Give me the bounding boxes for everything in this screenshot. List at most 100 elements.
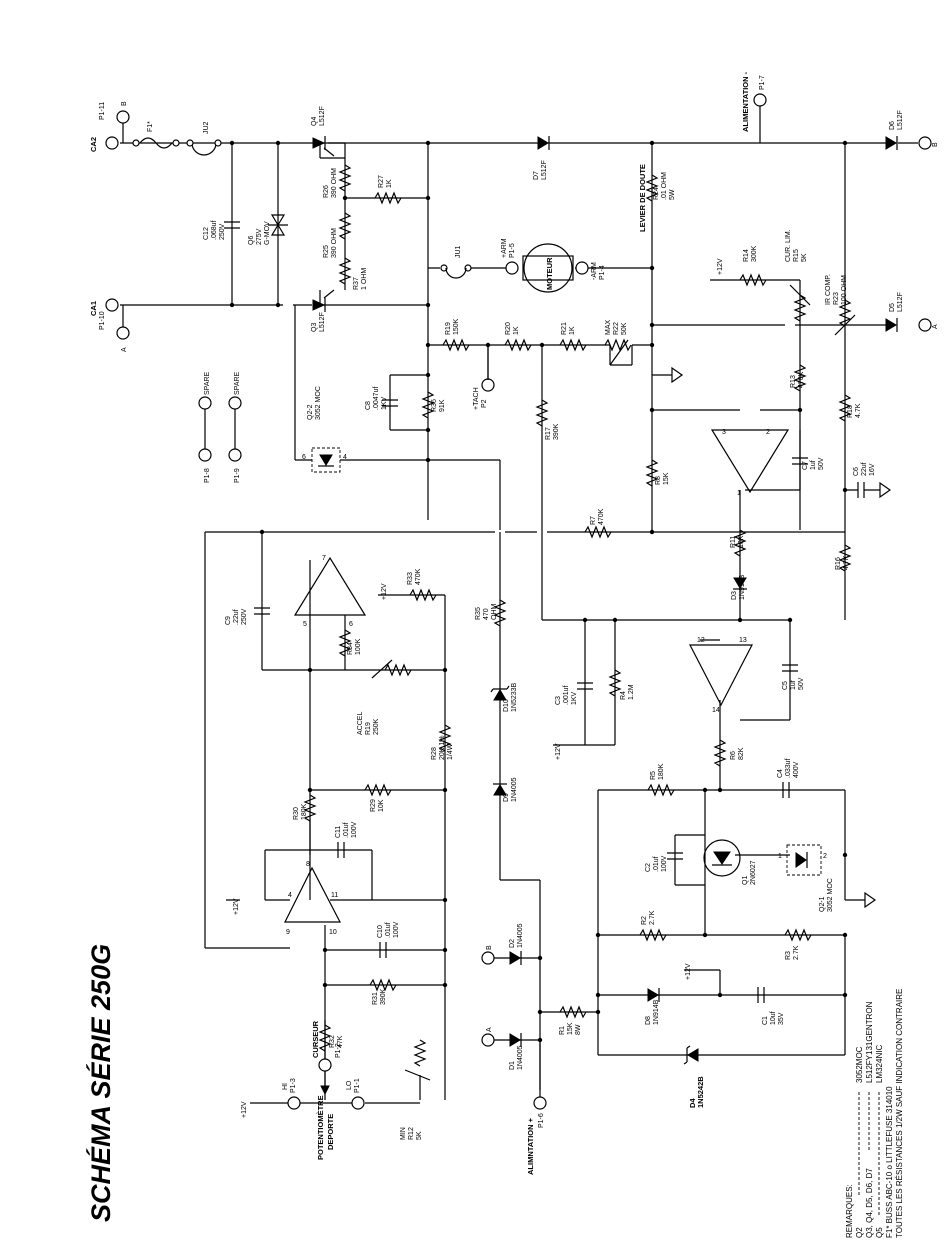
label-r32-0: R32 (329, 1035, 336, 1048)
label-a-right: A (932, 324, 939, 329)
label-d1-1: 1N4005 (517, 1045, 524, 1070)
label-r26-0: R26 (323, 185, 330, 198)
label-d1-0: D1 (509, 1061, 516, 1070)
label-c3-0: C3 (555, 696, 562, 705)
label-r11-0: R11 (730, 536, 737, 548)
label-hi: HI (282, 1083, 289, 1090)
capacitor-c5 (782, 664, 798, 672)
label-c1-2: 35V (778, 1012, 785, 1025)
label-plus12v-5: +12V (685, 963, 692, 980)
resistor-r5 (647, 783, 675, 797)
label-r36-0: R36 (431, 399, 438, 412)
resistor-r6 (713, 739, 727, 767)
label-r6-0: R6 (730, 751, 737, 760)
pin-q5-3-10: 10 (329, 929, 337, 936)
label-d8-0: D8 (645, 1016, 652, 1025)
terminal-arm-minus (575, 261, 589, 275)
label-r31-0: R31 (372, 992, 379, 1005)
label-c4-2: 400V (793, 761, 800, 778)
label-r32-1: 47K (337, 1035, 344, 1048)
remarks-ref-2: Q3, Q4, D5, D6, D7 (865, 1168, 874, 1238)
label-r23-0: IR COMP. (825, 274, 832, 305)
label-arm-plus: +ARM (501, 238, 508, 258)
capacitor-c3 (577, 682, 593, 690)
label-curseur: CURSEUR (311, 1020, 320, 1058)
resistor-r28 (438, 724, 452, 752)
label-r21-1: 1K (569, 326, 576, 335)
label-c2-0: C2 (645, 863, 652, 872)
label-c7-2: 50V (818, 457, 825, 470)
label-r34-0: R34 (347, 642, 354, 655)
transistor-q1 (703, 839, 741, 877)
label-p1-1: P1-1 (354, 1078, 361, 1093)
label-c8-0: C8 (365, 401, 372, 410)
label-p1-7: P1-7 (759, 75, 766, 90)
label-b-top: B (121, 101, 128, 106)
jumper-ju2 (191, 142, 217, 156)
label-r13-1: 470K (798, 371, 805, 388)
label-r24-2: 5W (669, 189, 676, 200)
label-r14-0: R14 (743, 249, 750, 262)
label-r30-1: 180K (301, 803, 308, 820)
label-r29-1: 10K (378, 799, 385, 812)
capacitor-c7 (792, 457, 808, 465)
label-r15-1: R15 (793, 249, 800, 262)
pin-q5-1-2: 2 (766, 429, 770, 436)
label-d3-0: D3 (731, 591, 738, 600)
terminal-tach (481, 378, 495, 392)
label-c12-2: 250V (219, 223, 226, 240)
pin-q5-2-5: 5 (303, 621, 307, 628)
label-r19-accel-0: ACCEL (357, 712, 364, 735)
resistor-r29 (364, 783, 392, 797)
label-p1-9: P1-9 (234, 468, 241, 483)
label-d4-0: D4 (688, 1098, 697, 1108)
resistor-r22 (604, 338, 632, 352)
label-c7-0: C7 (802, 461, 809, 470)
label-r25-0: R25 (323, 245, 330, 258)
label-b-right: B (932, 142, 939, 147)
label-r16-1: 4.7K (843, 555, 850, 570)
ground-symbol-3 (864, 891, 877, 909)
label-d8-1: 1N914B (653, 999, 660, 1025)
label-r20-1: 1K (513, 326, 520, 335)
resistor-r31 (369, 978, 397, 992)
label-d9-1: 1N4005 (511, 777, 518, 802)
label-c6-1: 22uf (861, 462, 868, 476)
terminal-aliment-plus (533, 1096, 547, 1110)
label-r8-1: 15K (663, 472, 670, 485)
label-aliment-plus: ALIMNTATION + (526, 1117, 535, 1175)
label-r2-0: R2 (641, 916, 648, 925)
resistor-r35 (493, 599, 507, 627)
jumper-ju1 (445, 267, 467, 279)
thyristor-q4 (312, 137, 326, 149)
label-tach: +TACH (473, 387, 480, 410)
pin-q5-1-3: 3 (722, 429, 726, 436)
remarks-line-1: F1* BUSS ABC-10 o LITTLEFUSE 314010 (885, 1086, 894, 1238)
remarks-line-2: TOUTES LES RÉSISTANCES 1/2W SAUF INDICAT… (895, 989, 904, 1238)
capacitor-c10 (379, 942, 387, 958)
label-r28-0: R28 (431, 747, 438, 760)
resistor-r14 (739, 273, 767, 287)
resistor-r8 (645, 459, 659, 487)
capacitor-c11 (337, 842, 345, 858)
label-r18-1: 4.7K (855, 403, 862, 418)
terminal-lo (351, 1096, 365, 1110)
label-p1-2: P1-2 (335, 1043, 342, 1058)
label-c10-0: C10 (377, 925, 384, 938)
remarks-ref-1: Q2 (855, 1227, 864, 1238)
label-p1-11: P1-11 (99, 102, 106, 120)
label-r12-1: R12 (408, 1127, 415, 1140)
label-r5-0: R5 (650, 771, 657, 780)
label-c11-2: 100V (351, 821, 358, 838)
label-r35-0: R35 (475, 607, 482, 620)
pin-q5-4-12: 12 (697, 637, 705, 644)
pin-q5-3-8: 8 (306, 861, 310, 868)
label-c9-1: .22uf (233, 609, 240, 625)
capacitor-c12 (224, 221, 240, 229)
label-r16-0: R16 (835, 557, 842, 570)
terminal-b-top (116, 110, 130, 124)
label-r27-1: 1K (386, 179, 393, 188)
label-r3-0: R3 (785, 951, 792, 960)
resistor-r11 (733, 529, 747, 557)
label-arm-minus: -ARM (591, 262, 598, 280)
